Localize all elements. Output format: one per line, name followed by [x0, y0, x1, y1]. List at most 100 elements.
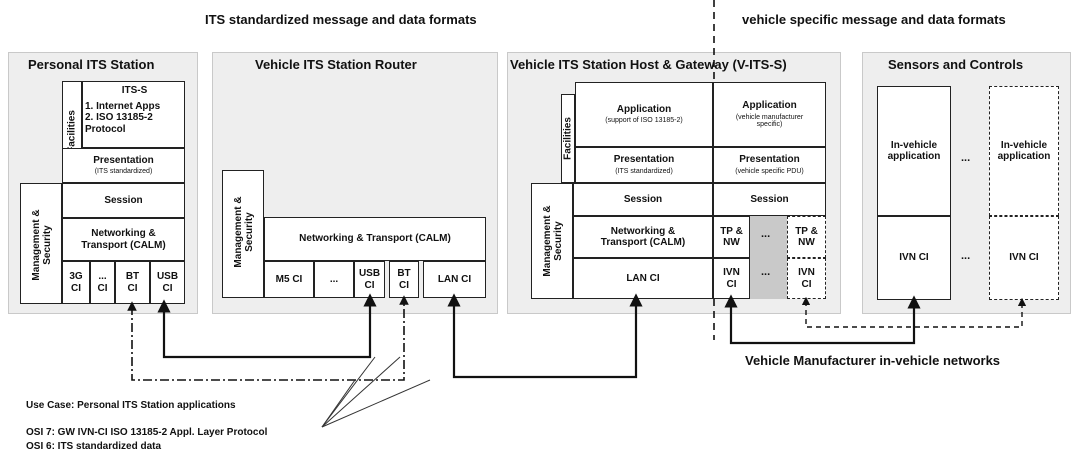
host-app-right-sub2: specific)	[756, 121, 783, 129]
personal-session: Session	[62, 183, 185, 218]
host-app-left-label: Application	[616, 103, 672, 115]
router-ci-dots-label: ...	[329, 273, 339, 285]
host-session-left: Session	[573, 183, 713, 216]
host-tp-nw-dashed: TP & NW	[787, 216, 826, 258]
host-networking: Networking & Transport (CALM)	[573, 216, 713, 258]
host-dots-upper: ...	[761, 228, 771, 240]
host-app-right-sub1: (vehicle manufacturer	[735, 113, 804, 121]
host-session-left-label: Session	[623, 193, 663, 205]
personal-ci-usb-bottom: CI	[162, 282, 173, 294]
host-tp-nw-dashed-top: TP &	[795, 225, 818, 237]
router-ci-lan: LAN CI	[423, 261, 486, 298]
personal-ci-3g-top: 3G	[69, 271, 83, 282]
host-mgmt-security: Management & Security	[531, 183, 573, 299]
in-vehicle-networks-label: Vehicle Manufacturer in-vehicle networks	[745, 353, 1001, 368]
vehicle-router-title: Vehicle ITS Station Router	[255, 57, 417, 72]
sensors-app-2-line1: In-vehicle	[1000, 139, 1048, 151]
legend-pointer-4	[321, 379, 431, 428]
router-ci-bt: BT CI	[389, 261, 419, 298]
host-ivn-ci-dashed: IVN CI	[787, 258, 826, 299]
host-app-left: Application (support of ISO 13185-2)	[575, 82, 713, 147]
personal-apps-line2: 2. ISO 13185-2	[85, 112, 153, 123]
host-pres-left-sub: (ITS standardized)	[615, 167, 673, 175]
host-tp-nw: TP & NW	[713, 216, 750, 258]
router-ci-dots: ...	[314, 261, 354, 298]
host-tp-nw-bottom: NW	[723, 237, 740, 248]
legend-pointer-3	[321, 356, 401, 428]
ivn-dashed-link-line	[801, 296, 1027, 328]
personal-presentation-sub: (ITS standardized)	[94, 168, 153, 176]
personal-ci-dots-top: ...	[98, 271, 107, 282]
sensors-app-1: In-vehicle application	[877, 86, 951, 216]
host-pres-left: Presentation (ITS standardized)	[575, 147, 713, 183]
host-ivn-ci-dashed-bottom: CI	[801, 278, 812, 290]
personal-its-station-title: Personal ITS Station	[28, 57, 155, 72]
sensors-ivn-1: IVN CI	[877, 216, 951, 300]
personal-ci-bt: BT CI	[115, 261, 150, 304]
header-its-standardized: ITS standardized message and data format…	[205, 12, 477, 27]
sensors-ivn-2-label: IVN CI	[1009, 252, 1039, 264]
personal-apps-line3: Protocol	[85, 123, 126, 135]
personal-networking-line1: Networking &	[91, 228, 156, 239]
header-vehicle-specific: vehicle specific message and data format…	[742, 12, 1006, 27]
host-dots-lower: ...	[761, 266, 771, 278]
host-pres-right: Presentation (vehicle specific PDU)	[713, 147, 826, 183]
host-ivn-ci: IVN CI	[713, 258, 750, 299]
personal-ci-bt-top: BT	[125, 271, 140, 282]
sensors-app-2-line2: application	[997, 151, 1051, 162]
host-session-right: Session	[713, 183, 826, 216]
host-lan-ci-label: LAN CI	[626, 272, 660, 284]
router-ci-bt-bottom: CI	[399, 279, 409, 291]
personal-presentation-label: Presentation	[93, 154, 154, 166]
router-ci-usb-bottom: CI	[364, 279, 375, 291]
sensors-controls-title: Sensors and Controls	[888, 57, 1024, 72]
personal-apps-line1: 1. Internet Apps	[85, 100, 161, 112]
personal-ci-3g: 3G CI	[62, 261, 90, 304]
ivn-link-line	[724, 294, 921, 345]
legend-osi7: OSI 7: GW IVN-CI ISO 13185-2 Appl. Layer…	[26, 427, 268, 438]
personal-ci-bt-bottom: CI	[127, 282, 138, 294]
legend-osi6: OSI 6: ITS standardized data	[26, 441, 162, 452]
personal-networking-line2: Transport (CALM)	[81, 239, 166, 251]
personal-networking: Networking & Transport (CALM)	[62, 218, 185, 261]
router-ci-usb: USB CI	[354, 261, 385, 298]
personal-ci-3g-bottom: CI	[71, 282, 81, 294]
host-pres-right-sub: (vehicle specific PDU)	[735, 167, 804, 175]
host-ivn-ci-bottom: CI	[726, 278, 737, 290]
host-ivn-ci-top: IVN	[723, 267, 740, 278]
legend-pointer-2	[321, 356, 376, 428]
host-app-right-label: Application	[742, 100, 797, 112]
router-mgmt-security: Management & Security	[222, 170, 264, 298]
host-app-right: Application (vehicle manufacturer specif…	[713, 82, 826, 147]
router-ci-usb-top: USB	[358, 268, 381, 279]
host-ivn-ci-dashed-top: IVN	[798, 267, 815, 278]
personal-session-label: Session	[104, 194, 143, 206]
host-networking-line2: Transport (CALM)	[600, 237, 686, 248]
host-networking-line1: Networking &	[610, 225, 676, 237]
sensors-app-1-line2: application	[887, 151, 941, 162]
personal-ci-dots: ... CI	[90, 261, 115, 304]
vehicle-host-gateway-title: Vehicle ITS Station Host & Gateway (V-IT…	[510, 57, 787, 72]
host-pres-left-label: Presentation	[613, 154, 675, 166]
host-tp-nw-top: TP &	[720, 225, 743, 237]
router-networking-label: Networking & Transport (CALM)	[299, 233, 451, 245]
router-ci-bt-top: BT	[397, 268, 411, 279]
sensors-ivn-1-label: IVN CI	[899, 252, 929, 264]
router-ci-lan-label: LAN CI	[437, 273, 472, 285]
personal-its-s-label: ITS-S	[121, 85, 148, 96]
bt-link-line	[127, 295, 409, 381]
host-pres-right-label: Presentation	[739, 154, 800, 166]
sensors-dots-lower: ...	[961, 250, 971, 262]
personal-mgmt-security: Management & Security	[20, 183, 62, 304]
router-networking: Networking & Transport (CALM)	[264, 217, 486, 261]
host-tp-nw-dashed-bottom: NW	[798, 237, 815, 248]
legend-use-case: Use Case: Personal ITS Station applicati…	[26, 400, 236, 411]
host-gray-column	[750, 216, 787, 299]
personal-presentation: Presentation (ITS standardized)	[62, 148, 185, 183]
sensors-app-1-line1: In-vehicle	[890, 139, 938, 151]
sensors-dots-upper: ...	[961, 152, 971, 164]
personal-ci-usb-top: USB	[156, 271, 179, 282]
usb-link-line	[157, 293, 377, 359]
router-ci-m5: M5 CI	[264, 261, 314, 298]
